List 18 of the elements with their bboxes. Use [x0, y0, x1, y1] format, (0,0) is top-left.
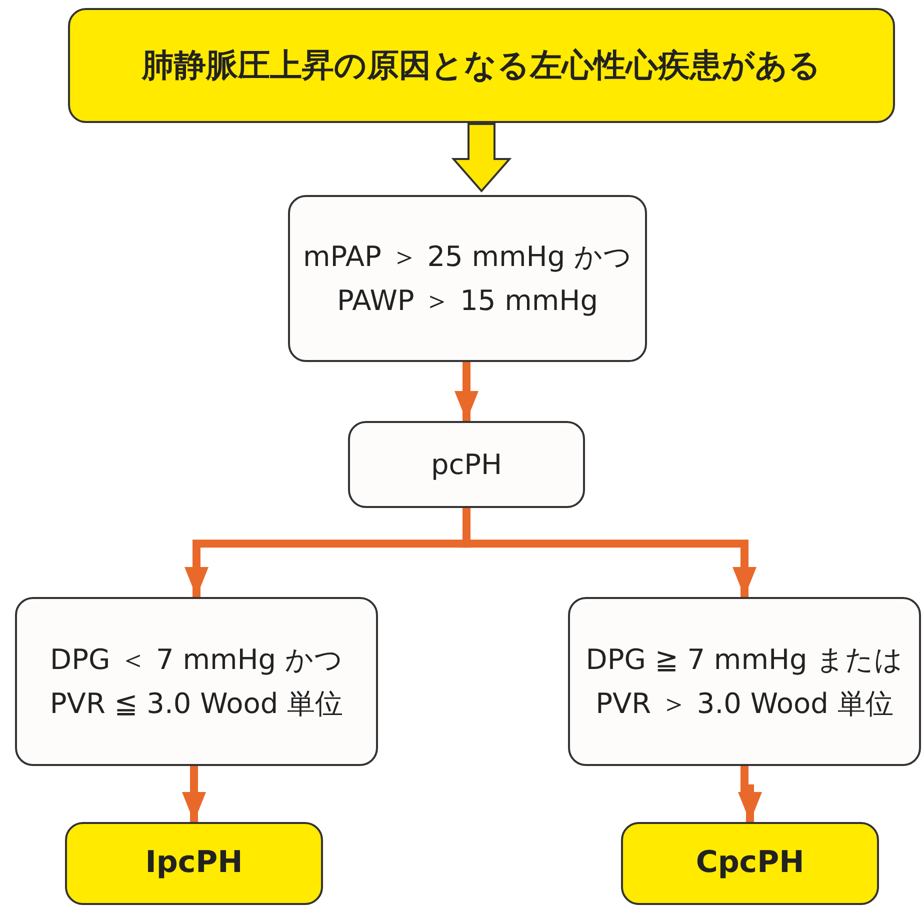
highlight-box: [68, 8, 895, 123]
highlight-box: [621, 822, 879, 905]
highlight-box: [65, 822, 323, 905]
process-box: [15, 597, 378, 766]
arrow: [182, 766, 206, 822]
node-text: pcPH: [430, 446, 502, 483]
process-box: [288, 195, 647, 362]
process-box: [348, 421, 585, 508]
block-arrow: [451, 123, 512, 193]
arrow: [738, 766, 762, 822]
node-text: CpcPH: [696, 844, 804, 882]
node-text: DPG ＜ 7 mmHg かつ PVR ≦ 3.0 Wood 単位: [48, 642, 344, 722]
arrow: [454, 362, 478, 421]
process-box: [568, 597, 921, 766]
node-text: mPAP ＞ 25 mmHg かつ PAWP ＞ 15 mmHg: [302, 239, 634, 318]
node-text: DPG ≧ 7 mmHg または PVR ＞ 3.0 Wood 単位: [584, 642, 904, 722]
node-text: 肺静脈圧上昇の原因となる左心性心疾患がある: [142, 44, 821, 86]
node-text: IpcPH: [145, 844, 243, 882]
